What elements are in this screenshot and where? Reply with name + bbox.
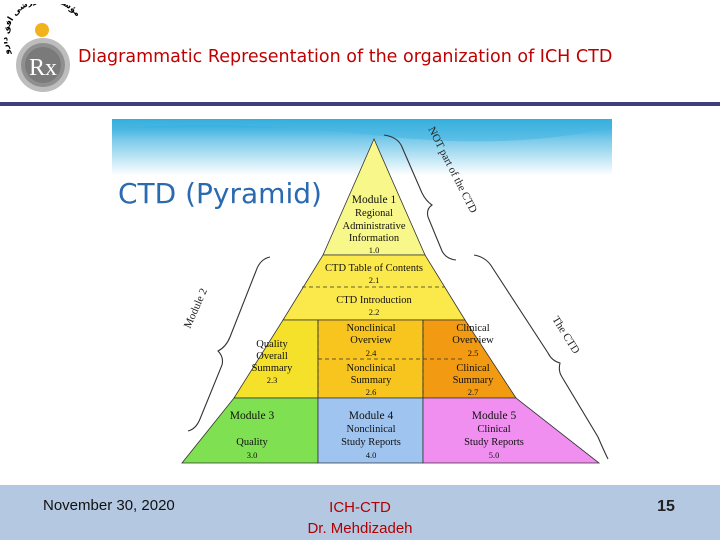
module3-number: 3.0 xyxy=(247,450,258,460)
module5-line3: Study Reports xyxy=(464,437,524,448)
nonclin-overview-line2: Overview xyxy=(350,335,392,346)
module3-line2: Quality xyxy=(236,437,268,448)
footer-author: Dr. Mehdizadeh xyxy=(307,520,413,537)
module3-title: Module 3 xyxy=(230,410,275,422)
footer-bar xyxy=(0,485,720,540)
module1-line2: Regional xyxy=(355,208,393,219)
pyramid-heading: CTD (Pyramid) xyxy=(118,177,322,210)
quality-summary-line2: Overall xyxy=(256,351,288,362)
module1-number: 1.0 xyxy=(369,245,380,255)
module4-line3: Study Reports xyxy=(341,437,401,448)
nonclin-summary-number: 2.6 xyxy=(366,387,377,397)
quality-summary-line3: Summary xyxy=(252,363,294,374)
clin-overview-number: 2.5 xyxy=(468,348,479,358)
module5-number: 5.0 xyxy=(489,450,500,460)
page-title: Diagrammatic Representation of the organ… xyxy=(78,47,613,67)
module5-block xyxy=(422,397,601,464)
module1-line4: Information xyxy=(349,233,400,244)
footer-date: November 30, 2020 xyxy=(43,497,175,514)
quality-summary-number: 2.3 xyxy=(267,375,278,385)
title-divider xyxy=(0,102,720,106)
module4-title: Module 4 xyxy=(349,410,394,422)
footer-center: ICH-CTD Dr. Mehdizadeh xyxy=(285,497,435,539)
logo-dot-icon xyxy=(35,23,49,37)
module5-title: Module 5 xyxy=(472,410,517,422)
page-number: 15 xyxy=(657,498,675,515)
brace-module2-icon xyxy=(187,256,271,432)
clin-summary-line1: Clinical xyxy=(456,363,489,374)
quality-summary-line1: Quality xyxy=(256,339,288,350)
module1-title: Module 1 xyxy=(352,194,397,206)
module4-line2: Nonclinical xyxy=(347,424,396,435)
institute-logo: مؤسسه آموزشی افق دارو Rx xyxy=(4,4,82,92)
module5-line2: Clinical xyxy=(477,424,510,435)
nonclin-overview-number: 2.4 xyxy=(366,348,377,358)
brace-the-ctd-icon xyxy=(473,254,609,460)
clin-summary-line2: Summary xyxy=(453,375,495,386)
module4-number: 4.0 xyxy=(366,450,377,460)
intro-label: CTD Introduction xyxy=(336,295,412,306)
clin-overview-line1: Clinical xyxy=(456,323,489,334)
nonclin-summary-line2: Summary xyxy=(351,375,393,386)
ctd-pyramid-diagram: CTD (Pyramid) Module 1 Regional Administ… xyxy=(112,119,612,471)
clin-overview-line2: Overview xyxy=(452,335,494,346)
logo-rx: Rx xyxy=(29,55,57,81)
toc-label: CTD Table of Contents xyxy=(325,263,423,274)
module1-line3: Administrative xyxy=(343,221,406,232)
nonclin-summary-line1: Nonclinical xyxy=(347,363,396,374)
nonclin-overview-line1: Nonclinical xyxy=(347,323,396,334)
footer-topic: ICH-CTD xyxy=(329,499,391,516)
toc-number: 2.1 xyxy=(369,275,380,285)
brace-not-part-icon xyxy=(383,134,457,261)
clin-summary-number: 2.7 xyxy=(468,387,479,397)
intro-number: 2.2 xyxy=(369,307,380,317)
